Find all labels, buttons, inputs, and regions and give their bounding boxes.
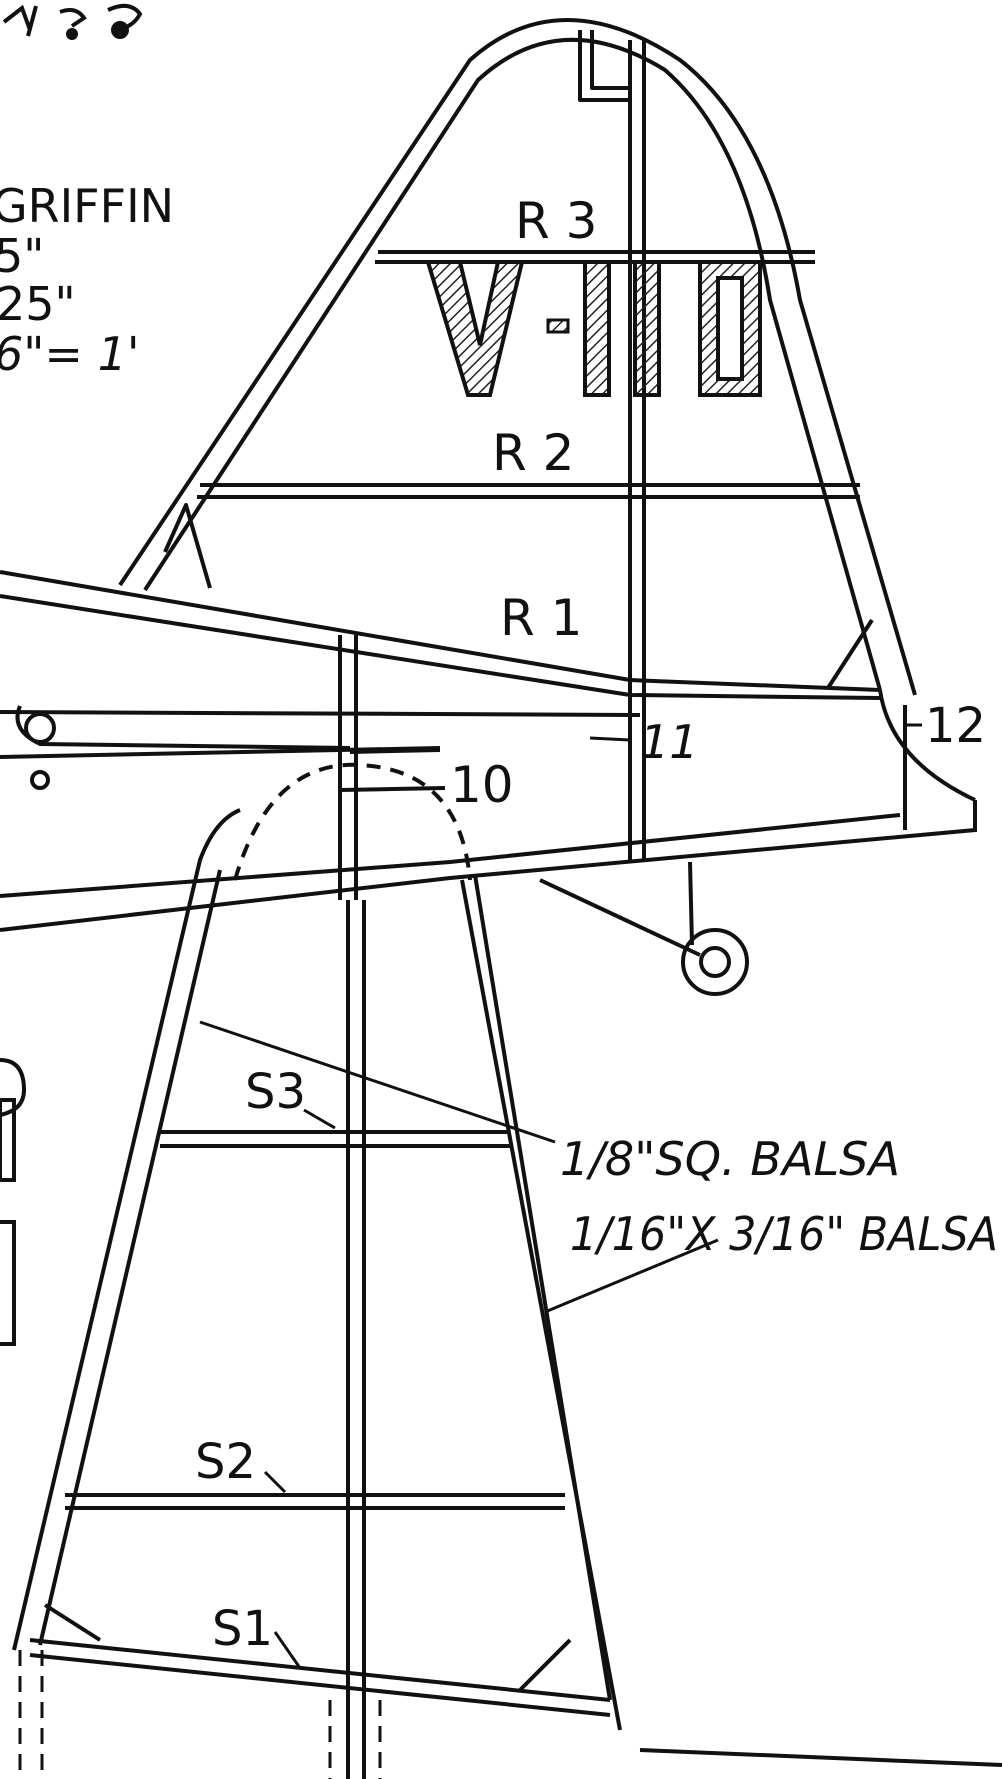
- tail-wheel-tire: [681, 928, 749, 996]
- tail-wheel-hub: [699, 946, 731, 978]
- fuselage-top-inner: [0, 594, 881, 700]
- leader-square-balsa: [199, 1020, 556, 1144]
- fuselage-longeron-mid2: [0, 746, 441, 759]
- leader-s1: [273, 1631, 302, 1669]
- numeral-zero: [698, 260, 762, 397]
- callout-square-balsa: 1/8"SQ. BALSA: [560, 1132, 900, 1186]
- fin-trailing-edge-inner: [473, 874, 612, 1701]
- leader-lines: [199, 723, 922, 1669]
- fuselage-bottom-lower: [0, 800, 977, 932]
- left-fitting-box: [0, 1098, 16, 1182]
- numeral-one-a: [583, 260, 611, 397]
- stab-tip-step: [578, 30, 628, 102]
- spar-label-s1: S1: [212, 1601, 273, 1657]
- fuselage-longeron-mid: [0, 710, 641, 717]
- former-label-11: 11: [640, 715, 699, 769]
- tail-wheel-strut: [539, 878, 701, 957]
- former-label-12: 12: [925, 698, 986, 754]
- stab-leading-edge-inner: [143, 37, 882, 691]
- fuselage-bottom-upper: [0, 813, 901, 898]
- rib-label-r3: R 3: [515, 192, 597, 250]
- spar-label-s3: S3: [245, 1064, 306, 1120]
- gusset-stab-left: [163, 503, 212, 589]
- former-10-dashed-arc: [233, 762, 472, 881]
- numeral-one-b: [633, 260, 661, 397]
- fuselage-rear: [0, 570, 977, 932]
- rib-label-r1: R 1: [500, 589, 582, 647]
- title-line-3: 25": [0, 277, 76, 331]
- callout-strip-balsa: 1/16"X 3/16" BALSA: [570, 1207, 998, 1261]
- pushrod-fitting: [24, 712, 56, 744]
- tail-cone: [878, 689, 976, 802]
- leader-s2: [263, 1470, 287, 1494]
- tail-wheel: [539, 861, 749, 996]
- top-left-scribble-mark: [2, 3, 143, 40]
- fin-leading-edge-outer: [12, 808, 241, 1651]
- pushrod-bolt: [30, 770, 50, 790]
- leader-11: [589, 736, 631, 742]
- horizontal-stabilizer: [118, 18, 917, 860]
- former-label-10: 10: [450, 756, 514, 814]
- letter-dash: [546, 318, 570, 334]
- title-line-4: 6"= 1': [0, 327, 140, 381]
- leader-strip-balsa: [544, 1238, 719, 1314]
- fin-leading-edge-inner: [38, 869, 222, 1646]
- left-fitting-lower-box: [0, 1220, 16, 1346]
- stab-leading-edge-outer: [118, 18, 917, 696]
- letter-v: [425, 260, 525, 397]
- gusset-stab-right: [826, 618, 874, 690]
- title-line-1: GRIFFIN: [0, 179, 174, 233]
- spar-label-s2: S2: [195, 1434, 256, 1490]
- tail-marking-v110: [425, 260, 762, 397]
- left-edge-fittings: [0, 1058, 27, 1346]
- rib-label-r2: R 2: [492, 424, 574, 482]
- fin-trailing-edge-outer: [460, 879, 622, 1731]
- vertical-fin: [12, 808, 1002, 1779]
- leader-s3: [303, 1108, 336, 1130]
- title-line-2: 5": [0, 229, 44, 283]
- left-fitting-upper: [0, 1058, 27, 1117]
- fuselage-top-outer: [0, 570, 881, 692]
